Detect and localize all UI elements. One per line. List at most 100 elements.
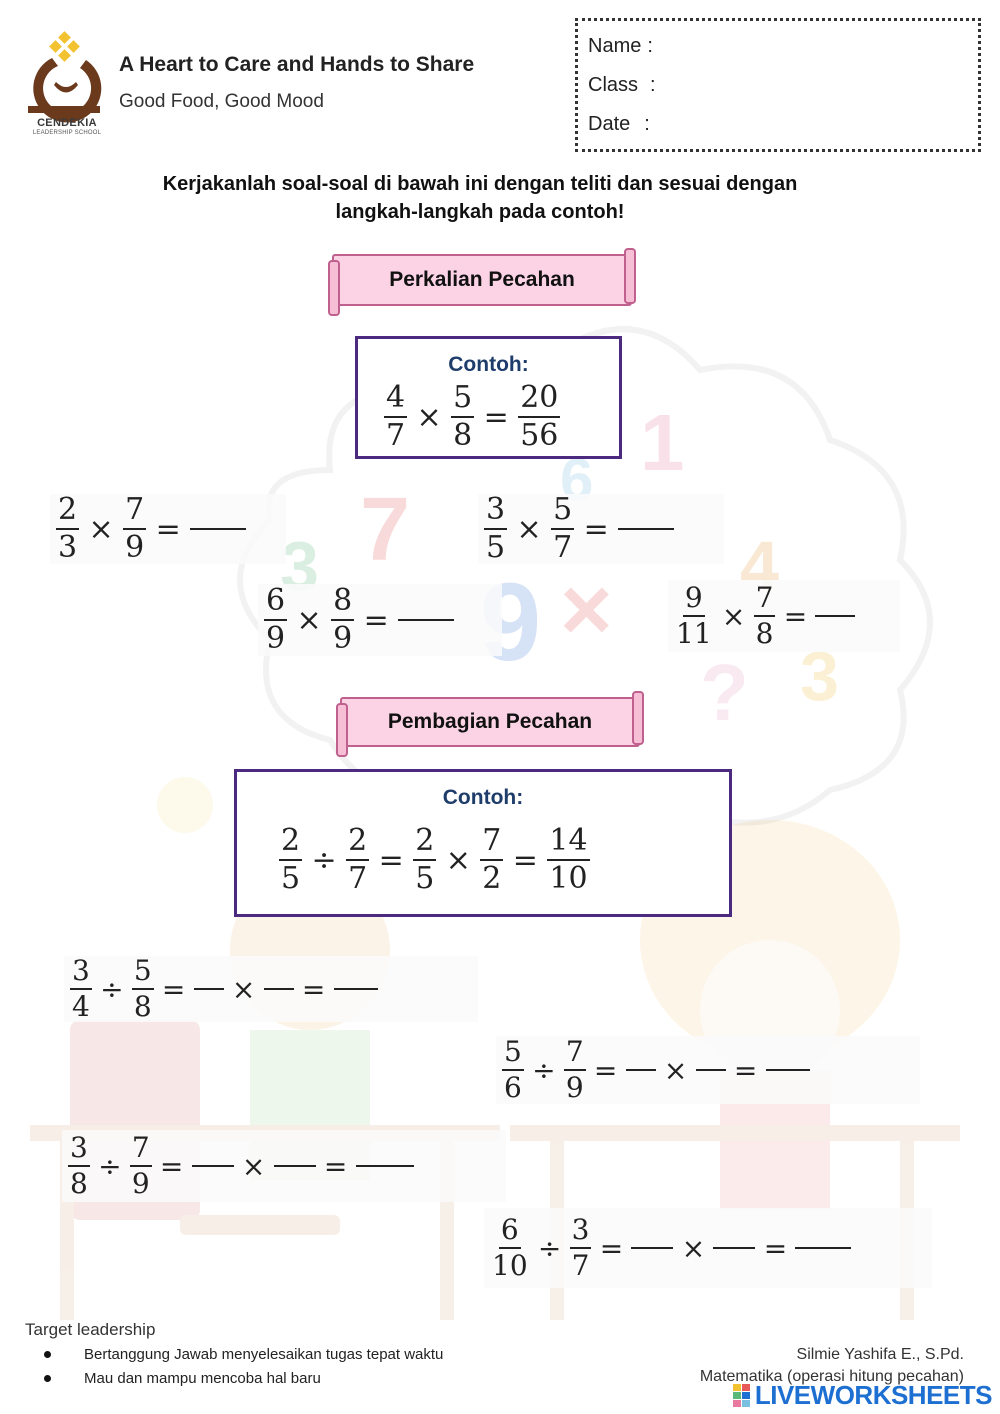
multiplication-example-title: Contoh: <box>448 353 529 376</box>
date-row: Date: <box>588 113 910 136</box>
school-logo <box>28 31 102 123</box>
equals-sign: = <box>783 599 808 633</box>
date-field[interactable] <box>660 113 910 136</box>
times-sign: × <box>721 599 746 633</box>
times-sign: × <box>88 511 114 547</box>
equals-sign: = <box>378 842 404 878</box>
instruction-line-1: Kerjakanlah soal-soal di bawah ini denga… <box>162 173 798 195</box>
answer-blank[interactable] <box>618 528 675 530</box>
liveworksheets-watermark: LIVEWORKSHEETS <box>732 1380 993 1411</box>
answer-blank[interactable] <box>795 1247 852 1249</box>
equals-sign: = <box>155 511 181 547</box>
answer-blank[interactable] <box>333 988 378 990</box>
equals-sign: = <box>483 399 509 435</box>
times-sign: × <box>663 1053 688 1087</box>
equals-sign: = <box>363 602 389 638</box>
svg-text:7: 7 <box>360 480 410 580</box>
answer-blank[interactable] <box>263 988 294 990</box>
name-colon: : <box>647 35 653 57</box>
times-sign: × <box>445 842 471 878</box>
answer-blank[interactable] <box>190 528 247 530</box>
date-colon: : <box>644 113 650 135</box>
answer-blank[interactable] <box>355 1165 414 1167</box>
class-field[interactable] <box>666 74 916 97</box>
svg-text:?: ? <box>700 648 749 737</box>
school-subtitle: LEADERSHIP SCHOOL <box>32 130 102 136</box>
student-identity-box: Name: Class: Date: <box>575 18 981 152</box>
name-field[interactable] <box>663 35 913 58</box>
equals-sign: = <box>512 842 538 878</box>
school-tagline: Good Food, Good Mood <box>119 91 324 112</box>
answer-blank[interactable] <box>398 619 455 621</box>
equals-sign: = <box>733 1053 758 1087</box>
class-colon: : <box>650 74 656 96</box>
equals-sign: = <box>599 1231 624 1265</box>
equals-sign: = <box>301 972 326 1006</box>
multiplication-banner-label: Perkalian Pecahan <box>389 268 575 291</box>
equals-sign: = <box>763 1231 788 1265</box>
answer-blank[interactable] <box>815 615 856 617</box>
list-item: Bertanggung Jawab menyelesaikan tugas te… <box>38 1343 443 1367</box>
equals-sign: = <box>323 1149 348 1183</box>
school-name: CENDEKIA <box>37 117 97 129</box>
answer-blank[interactable] <box>631 1247 674 1249</box>
multiplication-banner: Perkalian Pecahan <box>328 248 636 316</box>
times-sign: × <box>416 399 442 435</box>
svg-text:1: 1 <box>640 398 685 487</box>
times-sign: × <box>231 972 256 1006</box>
divide-sign: ÷ <box>100 972 124 1006</box>
answer-blank[interactable] <box>765 1069 810 1071</box>
times-sign: × <box>241 1149 266 1183</box>
answer-blank[interactable] <box>695 1069 726 1071</box>
class-row: Class: <box>588 74 916 97</box>
instruction-text: Kerjakanlah soal-soal di bawah ini denga… <box>80 170 880 226</box>
divide-sign: ÷ <box>311 842 337 878</box>
times-sign: × <box>296 602 322 638</box>
division-banner-label: Pembagian Pecahan <box>387 710 593 733</box>
subject-label: Matematika (operasi hitung pecahan) <box>699 1368 964 1385</box>
times-sign: × <box>516 511 542 547</box>
answer-blank[interactable] <box>625 1069 656 1071</box>
name-row: Name: <box>588 35 913 58</box>
answer-blank[interactable] <box>191 1165 234 1167</box>
answer-blank[interactable] <box>193 988 224 990</box>
answer-blank[interactable] <box>713 1247 756 1249</box>
liveworksheets-label: LIVEWORKSHEETS <box>754 1380 993 1410</box>
author-name: Silmie Yashifa E., S.Pd. <box>796 1346 964 1363</box>
target-leadership-list: Bertanggung Jawab menyelesaikan tugas te… <box>38 1343 443 1391</box>
class-label: Class <box>588 74 639 96</box>
list-item: Mau dan mampu mencoba hal baru <box>38 1367 443 1391</box>
divide-sign: ÷ <box>98 1149 122 1183</box>
date-label: Date <box>588 113 631 135</box>
target-leadership-title: Target leadership <box>25 1320 156 1339</box>
answer-blank[interactable] <box>273 1165 316 1167</box>
equals-sign: = <box>593 1053 618 1087</box>
divide-sign: ÷ <box>537 1231 562 1265</box>
